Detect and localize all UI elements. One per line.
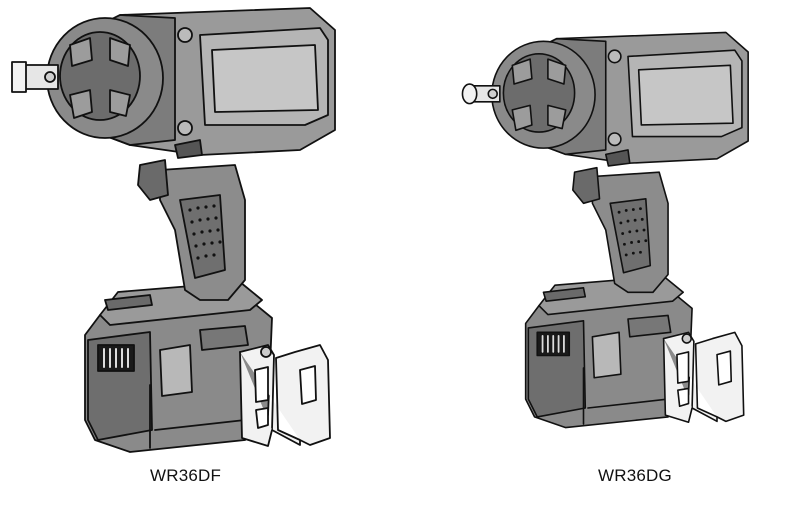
trigger xyxy=(137,159,169,201)
battery-release-button xyxy=(159,344,193,397)
impact-wrench-illustration-wr36dg xyxy=(450,0,806,460)
battery-hatch xyxy=(104,294,153,311)
battery-release-button xyxy=(591,331,622,379)
impact-wrench-drawing xyxy=(461,31,749,429)
grip-texture xyxy=(179,194,226,279)
impact-wrench-illustration-wr36df xyxy=(0,0,400,460)
model-label-left: WR36DF xyxy=(150,466,222,485)
impact-wrench-drawing xyxy=(11,7,336,453)
grip-texture xyxy=(609,198,652,274)
battery-hatch xyxy=(542,287,587,303)
trigger xyxy=(572,166,601,205)
model-label-right: WR36DG xyxy=(598,466,672,485)
